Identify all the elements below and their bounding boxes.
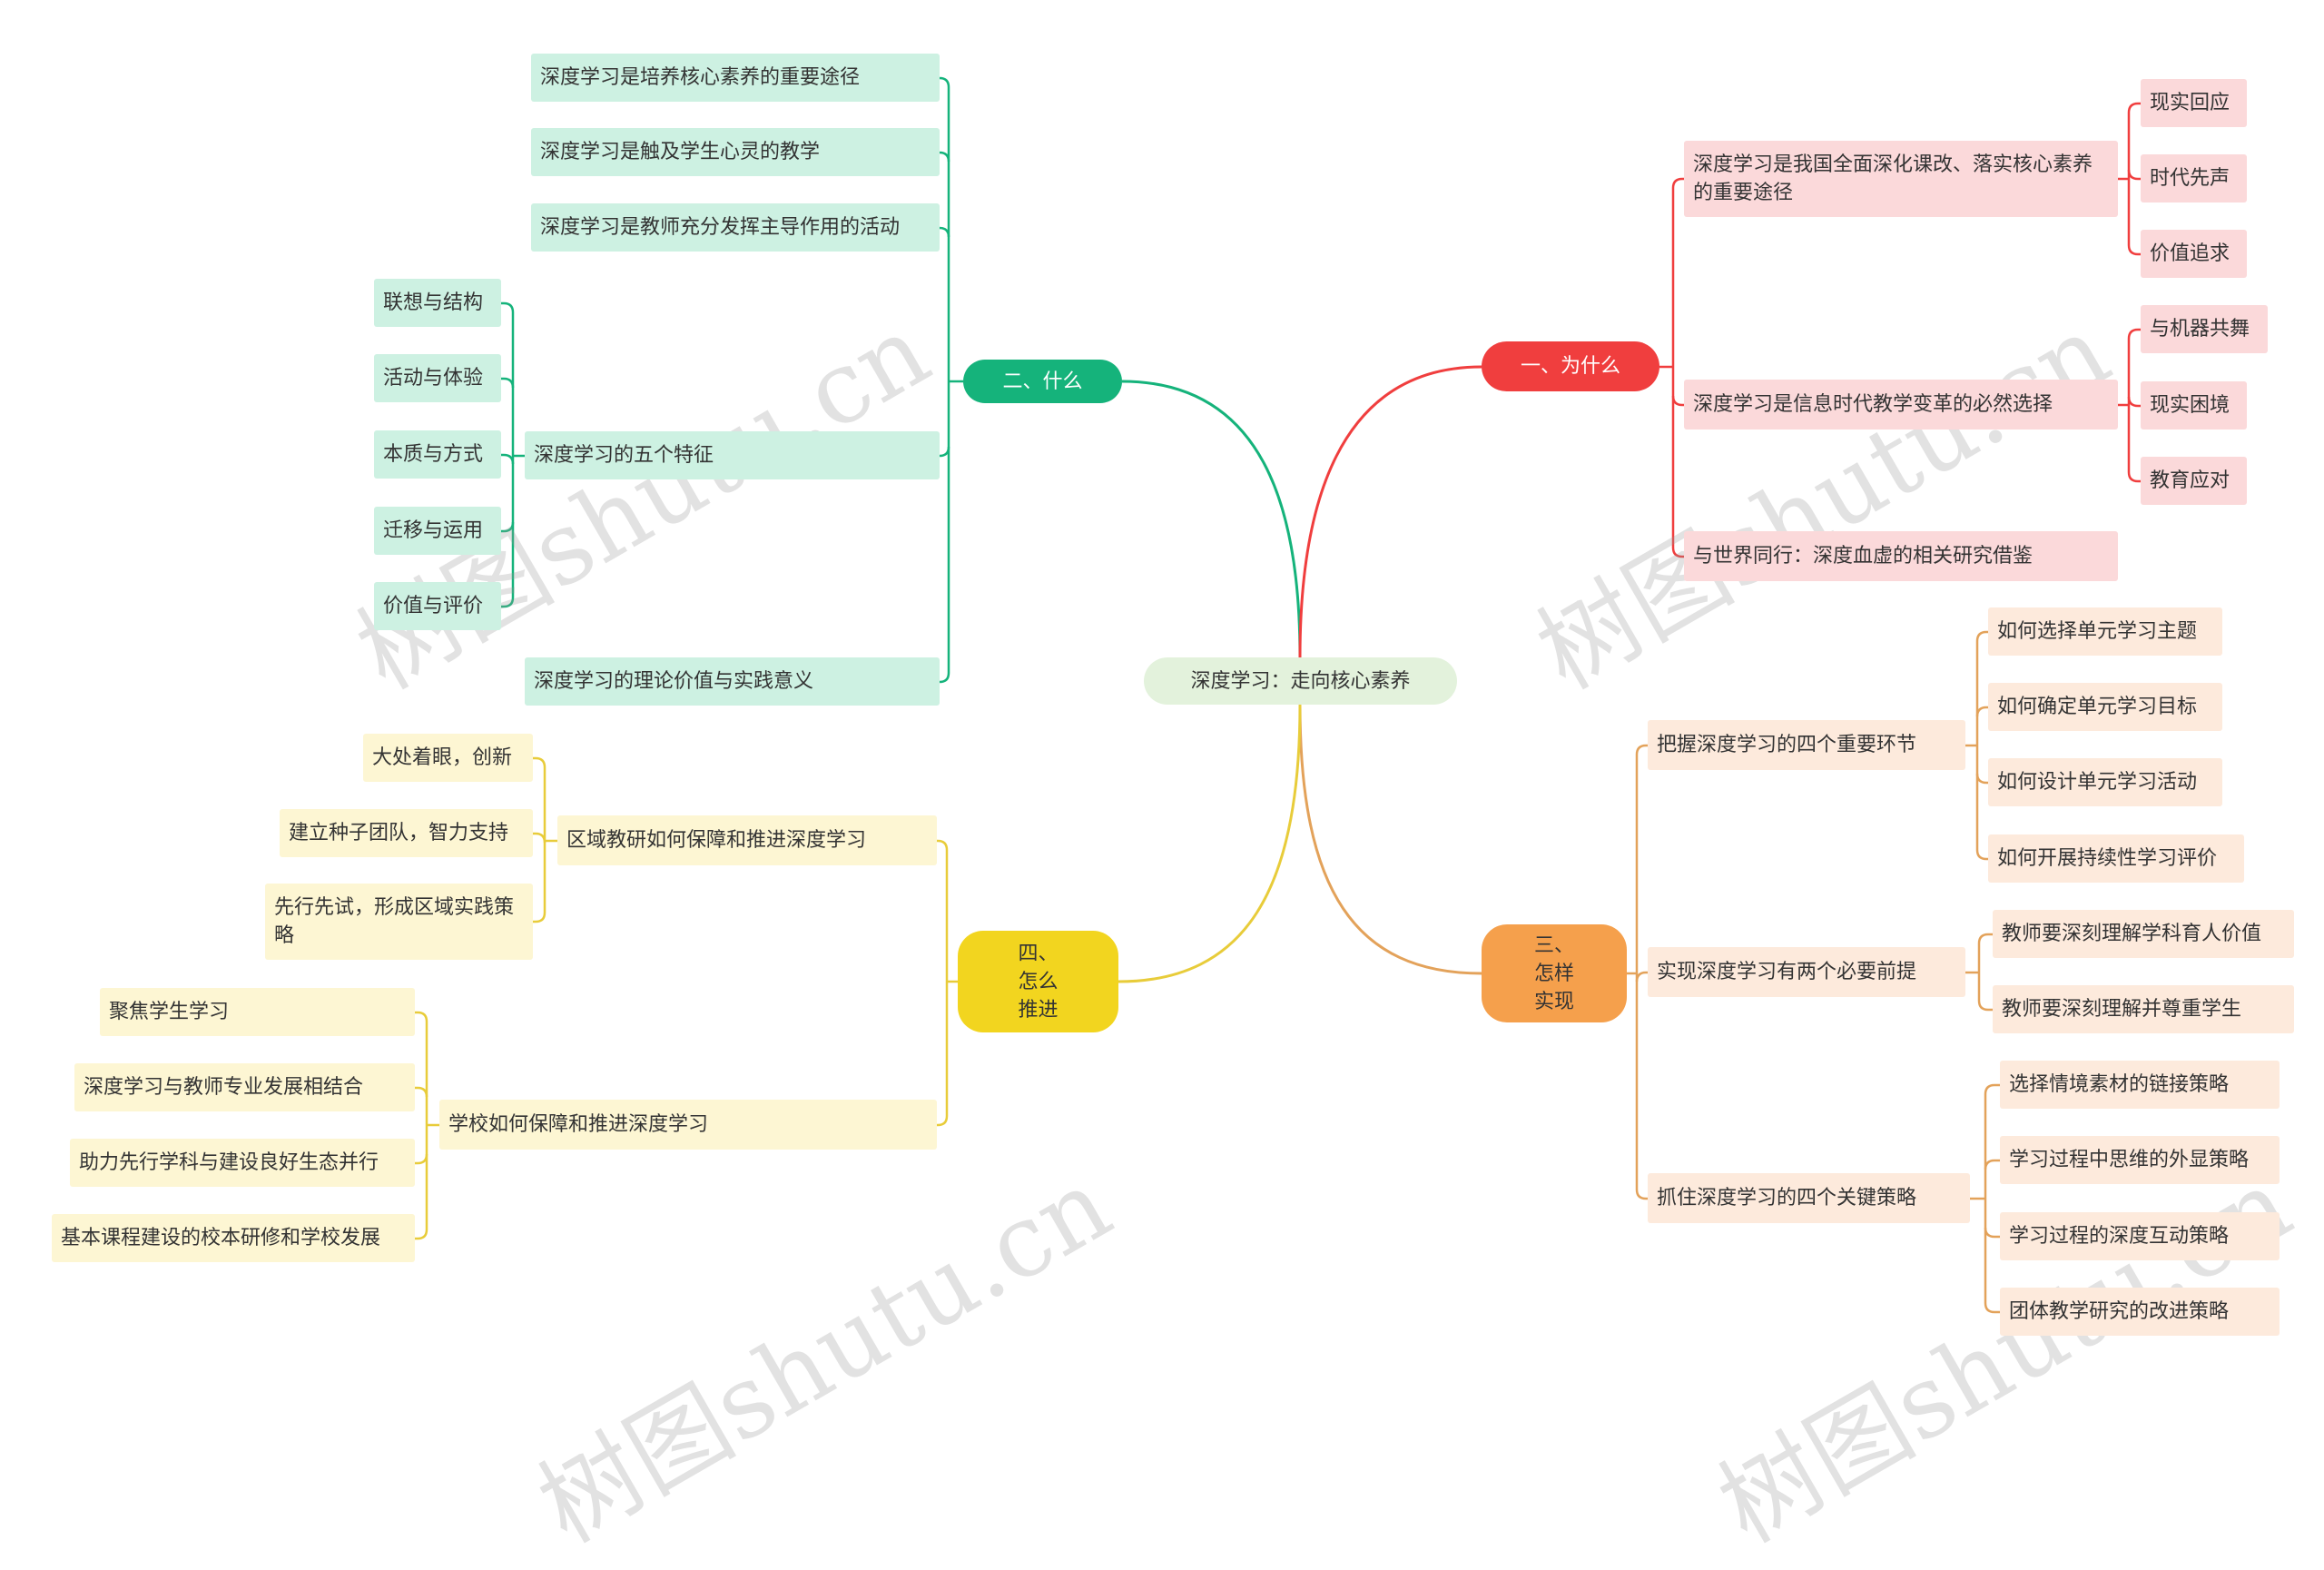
how-sub-item[interactable]: 如何选择单元学习主题 [1988, 607, 2222, 656]
what-item-4[interactable]: 深度学习的五个特征 [525, 431, 940, 479]
how-sub-item[interactable]: 学习过程中思维的外显策略 [2000, 1136, 2280, 1184]
promote-sub-item[interactable]: 助力先行学科与建设良好生态并行 [70, 1139, 415, 1187]
connector-what-features [501, 453, 515, 465]
connector-what-items [939, 76, 950, 88]
feature-item[interactable]: 迁移与运用 [374, 507, 501, 555]
what-item-1[interactable]: 深度学习是培养核心素养的重要途径 [531, 54, 940, 102]
connector-how-sub3 [1984, 1227, 2000, 1239]
promote-sub-item[interactable]: 基本课程建设的校本研修和学校发展 [52, 1214, 415, 1262]
connector-how-sub3 [1984, 1159, 2000, 1170]
feature-item[interactable]: 价值与评价 [374, 582, 501, 630]
branch-what[interactable]: 二、什么 [963, 360, 1122, 403]
connector-how-sub1 [1975, 706, 1988, 717]
promote-sub-item[interactable]: 先行先试，形成区域实践策略 [265, 884, 533, 960]
root-topic[interactable]: 深度学习：走向核心素养 [1144, 657, 1457, 705]
promote-sub-item[interactable]: 深度学习与教师专业发展相结合 [74, 1063, 415, 1111]
connector-how-sub1 [1975, 773, 1988, 785]
connector-why-sub2 [2127, 396, 2141, 408]
why-sub-item[interactable]: 价值追求 [2141, 230, 2247, 278]
connector-what-features [501, 301, 515, 313]
connector-why-items [1671, 395, 1684, 407]
connector-why-sub2 [2127, 471, 2141, 483]
why-sub-item[interactable]: 现实回应 [2141, 79, 2247, 127]
connector-how-sub2 [1977, 1000, 1993, 1012]
connector-root-why [1298, 365, 1482, 658]
how-sub-item[interactable]: 如何确定单元学习目标 [1988, 683, 2222, 731]
connector-why-sub2 [2127, 328, 2141, 340]
how-sub-item[interactable]: 如何设计单元学习活动 [1988, 758, 2222, 806]
connector-how-items [1635, 744, 1648, 755]
connector-promote-sub2 [415, 1086, 428, 1098]
connector-root-how [1298, 704, 1482, 975]
connector-promote-sub1 [533, 832, 547, 844]
feature-item[interactable]: 本质与方式 [374, 430, 501, 479]
why-sub-item[interactable]: 教育应对 [2141, 457, 2247, 505]
connector-promote-items [937, 839, 949, 851]
connector-how-items [1635, 971, 1648, 982]
why-item-1[interactable]: 深度学习是我国全面深化课改、落实核心素养的重要途径 [1684, 141, 2118, 217]
how-sub-item[interactable]: 团体教学研究的改进策略 [2000, 1288, 2280, 1336]
how-item-2[interactable]: 实现深度学习有两个必要前提 [1648, 947, 1965, 997]
connector-how-items [1635, 1189, 1648, 1200]
why-item-2[interactable]: 深度学习是信息时代教学变革的必然选择 [1684, 380, 2118, 430]
how-sub-item[interactable]: 教师要深刻理解并尊重学生 [1993, 985, 2294, 1033]
connector-promote-sub1 [533, 756, 547, 768]
why-sub-item[interactable]: 时代先声 [2141, 154, 2247, 202]
why-item-3[interactable]: 与世界同行：深度血虚的相关研究借鉴 [1684, 531, 2118, 581]
how-item-3[interactable]: 抓住深度学习的四个关键策略 [1648, 1173, 1970, 1223]
connector-why-sub1 [2127, 102, 2141, 114]
feature-item[interactable]: 活动与体验 [374, 354, 501, 402]
connector-why-sub1 [2127, 169, 2141, 181]
promote-sub-item[interactable]: 大处着眼，创新 [363, 734, 533, 782]
connector-what-features [501, 521, 515, 533]
connector-what-features [501, 597, 515, 608]
promote-sub-item[interactable]: 建立种子团队，智力支持 [280, 809, 533, 857]
feature-item[interactable]: 联想与结构 [374, 279, 501, 327]
connector-what-features [501, 377, 515, 389]
connector-promote-sub2 [415, 1153, 428, 1165]
how-sub-item[interactable]: 如何开展持续性学习评价 [1988, 834, 2244, 883]
connector-how-sub1 [1975, 630, 1988, 642]
mind-map: 树图shutu.cn 树图shutu.cn 树图shutu.cn 树图shutu… [52, 54, 2309, 1565]
how-sub-item[interactable]: 选择情境素材的链接策略 [2000, 1061, 2280, 1109]
what-item-5[interactable]: 深度学习的理论价值与实践意义 [525, 657, 940, 706]
what-item-2[interactable]: 深度学习是触及学生心灵的教学 [531, 128, 940, 176]
connector-why-items [1671, 177, 1684, 189]
why-sub-item[interactable]: 与机器共舞 [2141, 305, 2268, 353]
promote-item-2[interactable]: 学校如何保障和推进深度学习 [439, 1100, 937, 1150]
connector-lines [415, 76, 2141, 1314]
connector-what-items [939, 446, 950, 458]
promote-sub-item[interactable]: 聚焦学生学习 [100, 988, 415, 1036]
how-sub-item[interactable]: 学习过程的深度互动策略 [2000, 1212, 2280, 1260]
connector-how-sub2 [1977, 933, 1993, 944]
how-sub-item[interactable]: 教师要深刻理解学科育人价值 [1993, 910, 2294, 958]
connector-what-items [939, 672, 950, 684]
how-item-1[interactable]: 把握深度学习的四个重要环节 [1648, 720, 1965, 770]
promote-item-1[interactable]: 区域教研如何保障和推进深度学习 [557, 815, 937, 865]
connector-why-sub1 [2127, 244, 2141, 256]
connector-promote-items [937, 1115, 949, 1127]
connector-root-what [1121, 380, 1302, 658]
connector-promote-sub2 [415, 1011, 428, 1022]
branch-why[interactable]: 一、为什么 [1482, 341, 1659, 391]
why-sub-item[interactable]: 现实困境 [2141, 381, 2247, 430]
what-item-3[interactable]: 深度学习是教师充分发挥主导作用的活动 [531, 203, 940, 252]
branch-how[interactable]: 三、 怎样 实现 [1482, 924, 1627, 1022]
branch-promote[interactable]: 四、 怎么 推进 [958, 931, 1118, 1032]
connector-what-items [939, 151, 950, 163]
connector-how-sub1 [1975, 849, 1988, 861]
connector-how-sub3 [1984, 1302, 2000, 1314]
connector-why-items [1671, 547, 1684, 558]
connector-how-sub3 [1984, 1083, 2000, 1095]
connector-promote-sub1 [533, 912, 547, 923]
connector-what-items [939, 226, 950, 238]
connector-promote-sub2 [415, 1229, 428, 1240]
connector-root-promote [1118, 704, 1302, 983]
